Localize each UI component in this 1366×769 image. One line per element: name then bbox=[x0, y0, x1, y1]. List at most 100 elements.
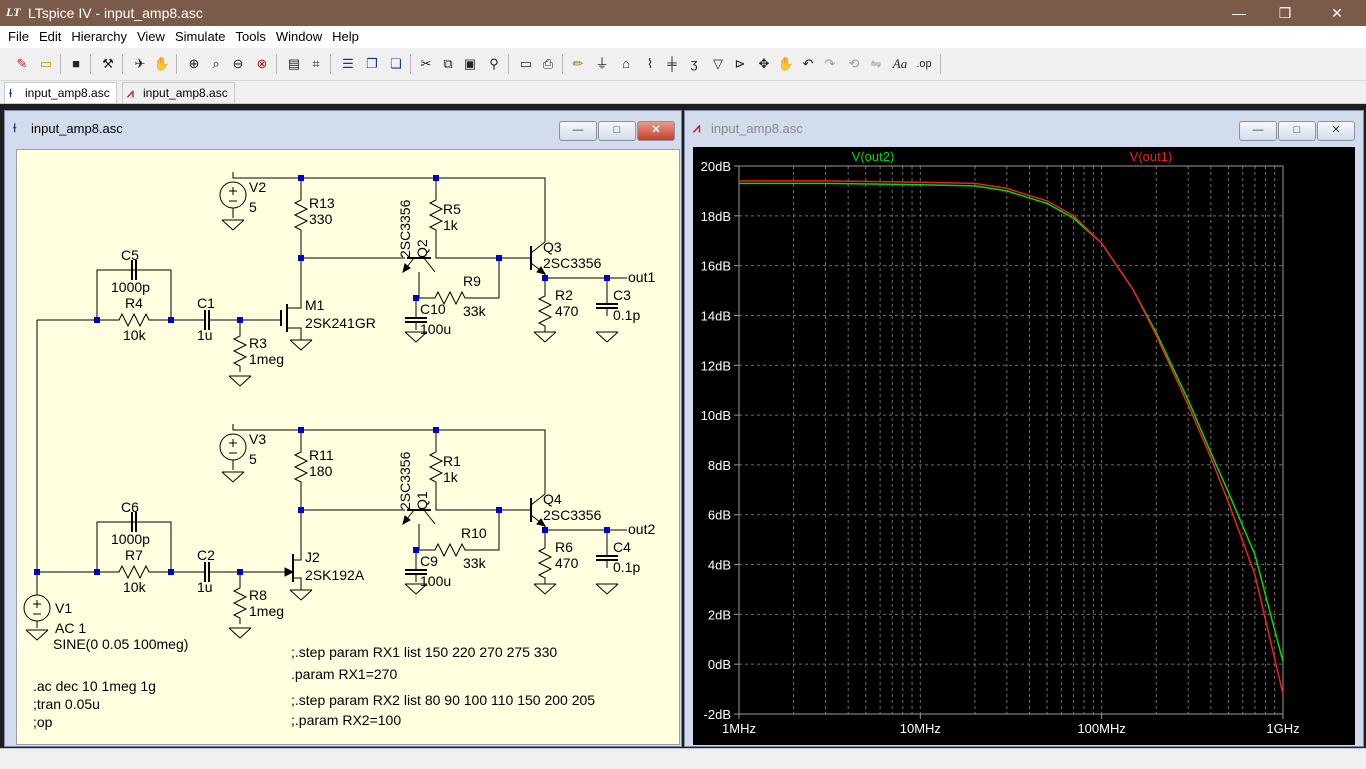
schematic-icon: ⟊ bbox=[9, 86, 13, 100]
r4-label: R4 bbox=[125, 295, 143, 311]
tile-horizontal-icon[interactable]: ☰ bbox=[342, 56, 354, 71]
r2-label: R2 bbox=[555, 287, 573, 303]
directive-param-rx2[interactable]: ;.param RX2=100 bbox=[291, 712, 401, 728]
series-line-V(out2) bbox=[739, 182, 1284, 662]
toolbar: ✎ ▭ ■ ⚒ ✈ ✋ ⊕ ⌕ ⊖ ⊗ ▤ ⌗ ☰ ❐ ❏ ✂ ⧉ ▣ ⚲ ▭ … bbox=[0, 48, 1366, 81]
menu-help[interactable]: Help bbox=[332, 29, 359, 44]
save-icon[interactable]: ■ bbox=[72, 56, 80, 71]
menu-view[interactable]: View bbox=[136, 29, 165, 44]
text-icon[interactable]: Aa bbox=[892, 56, 908, 71]
redo-icon[interactable]: ↷ bbox=[824, 56, 836, 71]
menu-edit[interactable]: Edit bbox=[38, 29, 62, 44]
print-setup-icon[interactable]: ▭ bbox=[519, 56, 533, 71]
label-net-icon[interactable]: ⌂ bbox=[622, 56, 630, 71]
copy-icon[interactable]: ⧉ bbox=[443, 56, 453, 71]
v1-ac: AC 1 bbox=[55, 620, 86, 636]
r13-value: 330 bbox=[309, 211, 333, 227]
v3-value: 5 bbox=[249, 451, 257, 467]
drag-icon[interactable]: ✋ bbox=[777, 56, 795, 71]
q4-label: Q4 bbox=[543, 491, 562, 507]
inductor-icon[interactable]: ʒ bbox=[690, 56, 698, 71]
resistor-icon[interactable]: ⌇ bbox=[646, 56, 654, 71]
q4-model: 2SC3356 bbox=[543, 507, 602, 523]
waveform-maximize-button[interactable]: □ bbox=[1278, 121, 1316, 141]
tab-schematic[interactable]: ⟊input_amp8.asc bbox=[4, 82, 117, 103]
cut-icon[interactable]: ✂ bbox=[420, 56, 432, 71]
r2-value: 470 bbox=[555, 303, 579, 319]
tab-waveform[interactable]: ⩘input_amp8.asc bbox=[122, 82, 235, 103]
menu-hierarchy[interactable]: Hierarchy bbox=[71, 29, 127, 44]
diode-icon[interactable]: ▽ bbox=[713, 56, 723, 71]
m1-label: M1 bbox=[305, 297, 325, 313]
directive-op[interactable]: ;op bbox=[33, 714, 53, 730]
zoom-full-icon[interactable]: ⊗ bbox=[256, 56, 268, 71]
directive-step-rx1[interactable]: ;.step param RX1 list 150 220 270 275 33… bbox=[291, 644, 557, 660]
c2-value: 1u bbox=[197, 579, 213, 595]
schematic-minimize-button[interactable]: — bbox=[559, 121, 597, 141]
y-tick-label: 8dB bbox=[708, 458, 731, 473]
cascade-icon[interactable]: ❐ bbox=[366, 56, 378, 71]
component-icon[interactable]: ⊳ bbox=[734, 56, 746, 71]
schematic-canvas[interactable]: V2 5 R13 330 R5 1k 2SC3356 Q2 Q3 2SC3356… bbox=[16, 149, 680, 745]
schematic-icon: ⟊ bbox=[13, 120, 17, 135]
plot-frame bbox=[738, 165, 1284, 715]
r11-value: 180 bbox=[309, 463, 333, 479]
directive-ac[interactable]: .ac dec 10 1meg 1g bbox=[33, 678, 156, 694]
r8-label: R8 bbox=[249, 587, 267, 603]
find-icon[interactable]: ⚲ bbox=[489, 56, 499, 71]
print-icon[interactable]: ⎙ bbox=[542, 56, 554, 71]
grid-lines bbox=[739, 166, 1283, 714]
out2-label: out2 bbox=[628, 521, 655, 537]
autorange-icon[interactable]: ▤ bbox=[287, 56, 301, 71]
schematic-maximize-button[interactable]: □ bbox=[598, 121, 636, 141]
maximize-button[interactable]: ❐ bbox=[1278, 5, 1292, 21]
waveform-icon: ⩘ bbox=[127, 86, 134, 100]
directive-param-rx1[interactable]: .param RX1=270 bbox=[291, 666, 397, 682]
rotate-icon[interactable]: ⟲ bbox=[848, 56, 860, 71]
mark-unref-icon[interactable]: ⌗ bbox=[312, 56, 320, 71]
capacitor-icon[interactable]: ╪ bbox=[667, 56, 677, 71]
close-all-icon[interactable]: ❏ bbox=[390, 56, 402, 71]
status-bar bbox=[0, 748, 1366, 769]
zoom-in-icon[interactable]: ⊕ bbox=[188, 56, 200, 71]
wire-icon[interactable]: ✏ bbox=[572, 56, 584, 71]
waveform-minimize-button[interactable]: — bbox=[1239, 121, 1277, 141]
run-icon[interactable]: ✈ bbox=[134, 56, 146, 71]
paste-icon[interactable]: ▣ bbox=[463, 56, 477, 71]
y-tick-label: 18dB bbox=[701, 209, 731, 224]
directive-tran[interactable]: ;tran 0.05u bbox=[33, 696, 100, 712]
y-tick-label: 10dB bbox=[701, 408, 731, 423]
c10-value: 100u bbox=[420, 321, 451, 337]
move-icon[interactable]: ✥ bbox=[758, 56, 770, 71]
menu-file[interactable]: File bbox=[8, 29, 29, 44]
new-schematic-icon[interactable]: ✎ bbox=[16, 56, 28, 71]
undo-icon[interactable]: ↶ bbox=[802, 56, 814, 71]
close-button[interactable]: ✕ bbox=[1331, 5, 1343, 21]
c4-label: C4 bbox=[613, 539, 631, 555]
q1-label: Q1 bbox=[414, 491, 430, 510]
menu-window[interactable]: Window bbox=[275, 29, 323, 44]
menu-simulate[interactable]: Simulate bbox=[174, 29, 226, 44]
waveform-close-button[interactable]: ✕ bbox=[1317, 121, 1355, 141]
spice-directive-icon[interactable]: .op bbox=[916, 58, 932, 70]
directive-step-rx2[interactable]: ;.step param RX2 list 80 90 100 110 150 … bbox=[291, 692, 595, 708]
r1-label: R1 bbox=[443, 453, 461, 469]
window-title: LTspice IV - input_amp8.asc bbox=[28, 5, 203, 21]
r10-label: R10 bbox=[461, 525, 487, 541]
ground-icon[interactable]: ⏚ bbox=[595, 56, 609, 71]
waveform-window-title: input_amp8.asc bbox=[711, 121, 803, 136]
bode-chart[interactable]: -2dB0dB2dB4dB6dB8dB10dB12dB14dB16dB18dB2… bbox=[693, 147, 1355, 745]
halt-icon[interactable]: ✋ bbox=[153, 56, 171, 71]
mirror-icon[interactable]: ⇋ bbox=[870, 56, 882, 71]
c5-label: C5 bbox=[121, 247, 139, 263]
schematic-drawing[interactable]: V2 5 R13 330 R5 1k 2SC3356 Q2 Q3 2SC3356… bbox=[17, 150, 679, 744]
open-icon[interactable]: ▭ bbox=[39, 56, 53, 71]
minimize-button[interactable]: — bbox=[1232, 5, 1246, 21]
pan-icon[interactable]: ⌕ bbox=[212, 56, 220, 71]
control-panel-icon[interactable]: ⚒ bbox=[102, 56, 114, 71]
zoom-out-icon[interactable]: ⊖ bbox=[232, 56, 244, 71]
menu-tools[interactable]: Tools bbox=[235, 29, 266, 44]
schematic-close-button[interactable]: ✕ bbox=[637, 121, 675, 141]
